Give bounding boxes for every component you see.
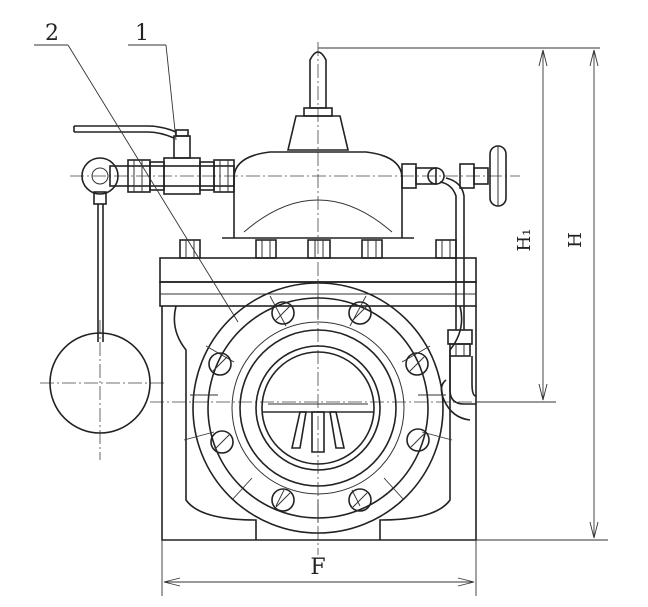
callout-2: 2 xyxy=(45,21,59,46)
callout-1: 1 xyxy=(135,21,149,46)
dimension-f-label: F xyxy=(310,555,325,580)
flange-bolts xyxy=(179,239,457,259)
main-flange xyxy=(192,282,444,534)
flange-bolt-holes xyxy=(208,301,430,512)
dimension-h1-label: H₁ xyxy=(514,229,535,252)
center-lines xyxy=(40,42,520,555)
dimension-h-label: H xyxy=(565,232,586,248)
callout-leaders xyxy=(34,44,239,323)
dimension-lines xyxy=(161,47,608,596)
left-pipe-assembly xyxy=(49,125,235,434)
pilot-cover xyxy=(222,51,414,239)
valve-body xyxy=(161,305,477,541)
right-pipe-assembly xyxy=(401,145,507,421)
